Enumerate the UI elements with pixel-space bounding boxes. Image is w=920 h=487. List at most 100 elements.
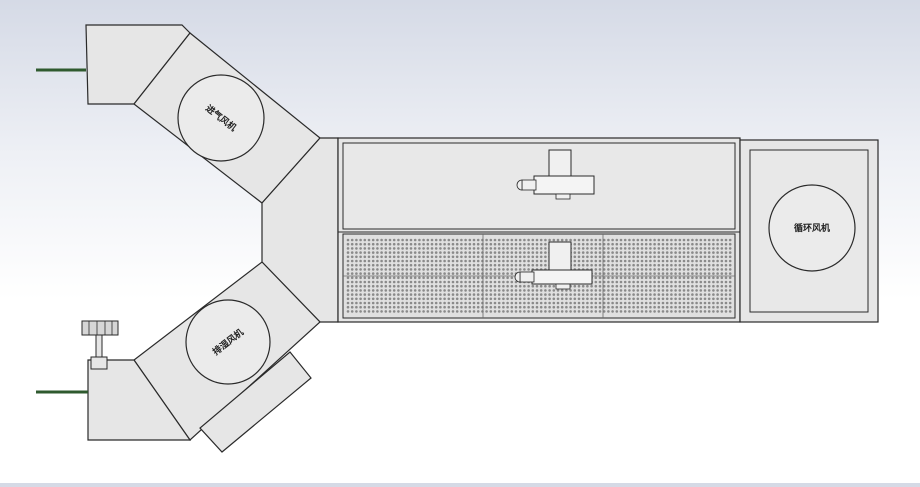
perforation-hole (455, 255, 459, 259)
perforation-hole (707, 280, 711, 284)
perforation-hole (451, 242, 455, 246)
perforation-hole (644, 293, 648, 296)
perforation-hole (447, 301, 451, 305)
perforation-hole (346, 305, 350, 309)
perforation-hole (649, 268, 652, 271)
perforation-hole (401, 284, 404, 288)
perforation-hole (691, 263, 694, 267)
perforation-hole (707, 251, 711, 254)
perforation-hole (640, 297, 644, 301)
perforation-hole (699, 293, 703, 296)
perforation-hole (464, 310, 467, 313)
perforation-hole (523, 247, 526, 250)
perforation-hole (653, 310, 656, 313)
perforation-hole (502, 310, 505, 313)
perforation-hole (409, 305, 413, 309)
perforation-hole (552, 301, 556, 305)
perforation-hole (439, 238, 442, 242)
perforation-hole (686, 297, 690, 301)
perforation-hole (464, 301, 467, 305)
perforation-hole (384, 293, 388, 296)
perforation-hole (397, 242, 400, 246)
perforation-hole (699, 280, 703, 284)
perforation-hole (476, 297, 480, 301)
perforation-hole (594, 301, 598, 305)
perforation-hole (346, 289, 350, 292)
perforation-hole (397, 297, 400, 301)
perforation-hole (350, 310, 354, 313)
perforation-hole (418, 259, 421, 263)
perforation-hole (674, 247, 677, 250)
perforation-hole (447, 305, 451, 309)
perforation-hole (712, 259, 715, 263)
perforation-hole (506, 305, 509, 309)
perforation-hole (418, 293, 421, 296)
perforation-hole (720, 280, 724, 284)
perforation-hole (472, 297, 476, 301)
perforation-hole (443, 272, 446, 275)
perforation-hole (712, 297, 715, 301)
heater-blower-icon (516, 149, 595, 200)
perforation-hole (518, 247, 522, 250)
perforation-hole (577, 289, 581, 292)
perforation-hole (401, 305, 404, 309)
perforation-hole (728, 305, 732, 309)
perforation-hole (485, 272, 488, 275)
perforation-hole (401, 276, 404, 280)
perforation-hole (649, 276, 652, 280)
perforation-hole (691, 284, 694, 288)
perforation-hole (577, 263, 581, 267)
perforation-hole (359, 268, 362, 271)
perforation-hole (649, 297, 652, 301)
perforation-hole (565, 305, 568, 309)
perforation-hole (430, 247, 434, 250)
perforation-hole (401, 259, 404, 263)
perforation-hole (699, 297, 703, 301)
perforation-hole (422, 251, 425, 254)
perforation-hole (640, 272, 644, 275)
perforation-hole (594, 289, 598, 292)
perforation-hole (355, 276, 358, 280)
perforation-hole (460, 255, 463, 259)
perforation-hole (497, 301, 501, 305)
perforation-hole (405, 247, 409, 250)
perforation-hole (535, 284, 539, 288)
perforation-hole (649, 242, 652, 246)
perforation-hole (523, 263, 526, 267)
perforation-hole (640, 276, 644, 280)
perforation-hole (623, 255, 627, 259)
perforation-hole (728, 301, 732, 305)
perforation-hole (594, 238, 598, 242)
perforation-hole (724, 255, 728, 259)
perforation-hole (598, 251, 602, 254)
perforation-hole (506, 255, 509, 259)
perforation-hole (371, 268, 375, 271)
perforation-hole (510, 242, 514, 246)
perforation-hole (359, 259, 362, 263)
perforation-hole (581, 284, 585, 288)
perforation-hole (539, 259, 543, 263)
perforation-hole (573, 238, 577, 242)
perforation-hole (422, 293, 425, 296)
perforation-hole (602, 289, 606, 292)
perforation-hole (367, 255, 371, 259)
perforation-hole (422, 280, 425, 284)
perforation-hole (418, 251, 421, 254)
perforation-hole (611, 268, 614, 271)
perforation-hole (535, 251, 539, 254)
perforation-hole (443, 242, 446, 246)
perforation-hole (472, 247, 476, 250)
perforation-hole (573, 305, 577, 309)
perforation-hole (350, 259, 354, 263)
perforation-hole (388, 242, 392, 246)
perforation-hole (518, 255, 522, 259)
perforation-hole (577, 297, 581, 301)
perforation-hole (598, 289, 602, 292)
perforation-hole (619, 259, 623, 263)
perforation-hole (426, 242, 430, 246)
perforation-hole (418, 301, 421, 305)
perforation-hole (703, 276, 707, 280)
perforation-hole (489, 293, 493, 296)
perforation-hole (443, 268, 446, 271)
perforation-hole (552, 289, 556, 292)
